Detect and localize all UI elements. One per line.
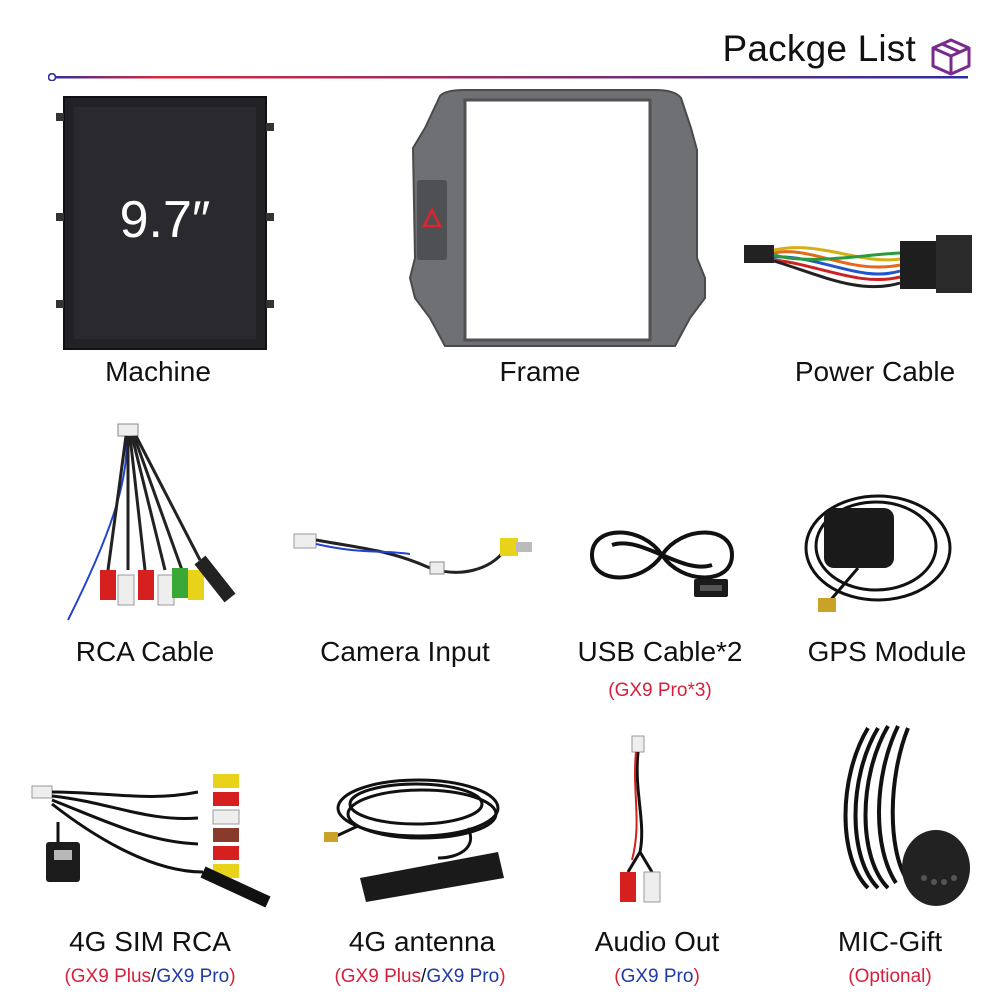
machine-label: Machine xyxy=(105,356,211,387)
lte-antenna-note-c: ) xyxy=(499,966,506,987)
dashboard-frame-icon xyxy=(408,89,706,347)
lte-antenna-note: (GX9 Plus/GX9 Pro) xyxy=(310,966,530,988)
rca-cable-item xyxy=(60,420,250,625)
usb-cable-label: USB Cable*2 xyxy=(577,636,743,667)
camera-input-label: Camera Input xyxy=(320,636,490,667)
audio-out-note: (GX9 Pro) xyxy=(562,966,752,988)
lte-antenna-note-a: (GX9 Plus xyxy=(334,966,422,987)
screen-size-text: 9.7″ xyxy=(119,191,211,249)
audio-out-note-c: ) xyxy=(693,966,700,987)
sim-rca-note: (GX9 Plus/GX9 Pro) xyxy=(40,966,260,988)
sim-rca-note-sep: / xyxy=(151,966,157,987)
mic-label: MIC-Gift xyxy=(837,926,943,957)
gps-module-label: GPS Module xyxy=(807,636,967,667)
lte-antenna-item xyxy=(318,768,528,908)
lte-antenna-icon xyxy=(324,778,504,902)
page-title: Packge List xyxy=(722,28,916,69)
sim-rca-note-a: (GX9 Plus xyxy=(64,966,152,987)
lte-antenna-note-sep: / xyxy=(421,966,427,987)
header-divider xyxy=(48,73,968,81)
machine-item: 9.7″ xyxy=(52,95,280,353)
lte-antenna-note-b: GX9 Pro xyxy=(426,966,500,987)
power-cable-label: Power Cable xyxy=(794,356,956,387)
usb-cable-item xyxy=(582,515,742,605)
audio-out-note-b: GX9 Pro xyxy=(620,966,694,987)
tablet-screen-icon xyxy=(56,96,274,350)
gps-antenna-icon xyxy=(804,494,952,612)
audio-out-cable-icon xyxy=(620,735,661,903)
camera-cable-icon xyxy=(293,533,532,575)
gps-module-item xyxy=(798,488,958,618)
usb-cable-icon xyxy=(589,530,735,597)
audio-out-note-a: ( xyxy=(614,966,621,987)
rca-cable-label: RCA Cable xyxy=(75,636,215,667)
rca-cable-icon xyxy=(67,423,236,621)
usb-cable-note: (GX9 Pro*3) xyxy=(608,680,712,701)
sim-rca-cable-icon xyxy=(31,774,271,908)
mic-item xyxy=(828,718,978,918)
microphone-icon xyxy=(843,725,970,906)
camera-input-item xyxy=(290,520,540,590)
frame-item xyxy=(405,88,715,353)
sim-rca-item xyxy=(28,762,278,912)
audio-out-label: Audio Out xyxy=(594,926,720,957)
sim-rca-label: 4G SIM RCA xyxy=(69,926,231,957)
power-harness-icon xyxy=(744,235,972,293)
frame-label: Frame xyxy=(499,356,581,387)
sim-rca-note-b: GX9 Pro xyxy=(156,966,230,987)
sim-rca-note-c: ) xyxy=(229,966,236,987)
lte-antenna-label: 4G antenna xyxy=(348,926,496,957)
package-box-icon xyxy=(931,38,971,76)
audio-out-item xyxy=(612,732,672,912)
power-cable-item xyxy=(740,225,980,305)
mic-note: (Optional) xyxy=(848,966,932,987)
